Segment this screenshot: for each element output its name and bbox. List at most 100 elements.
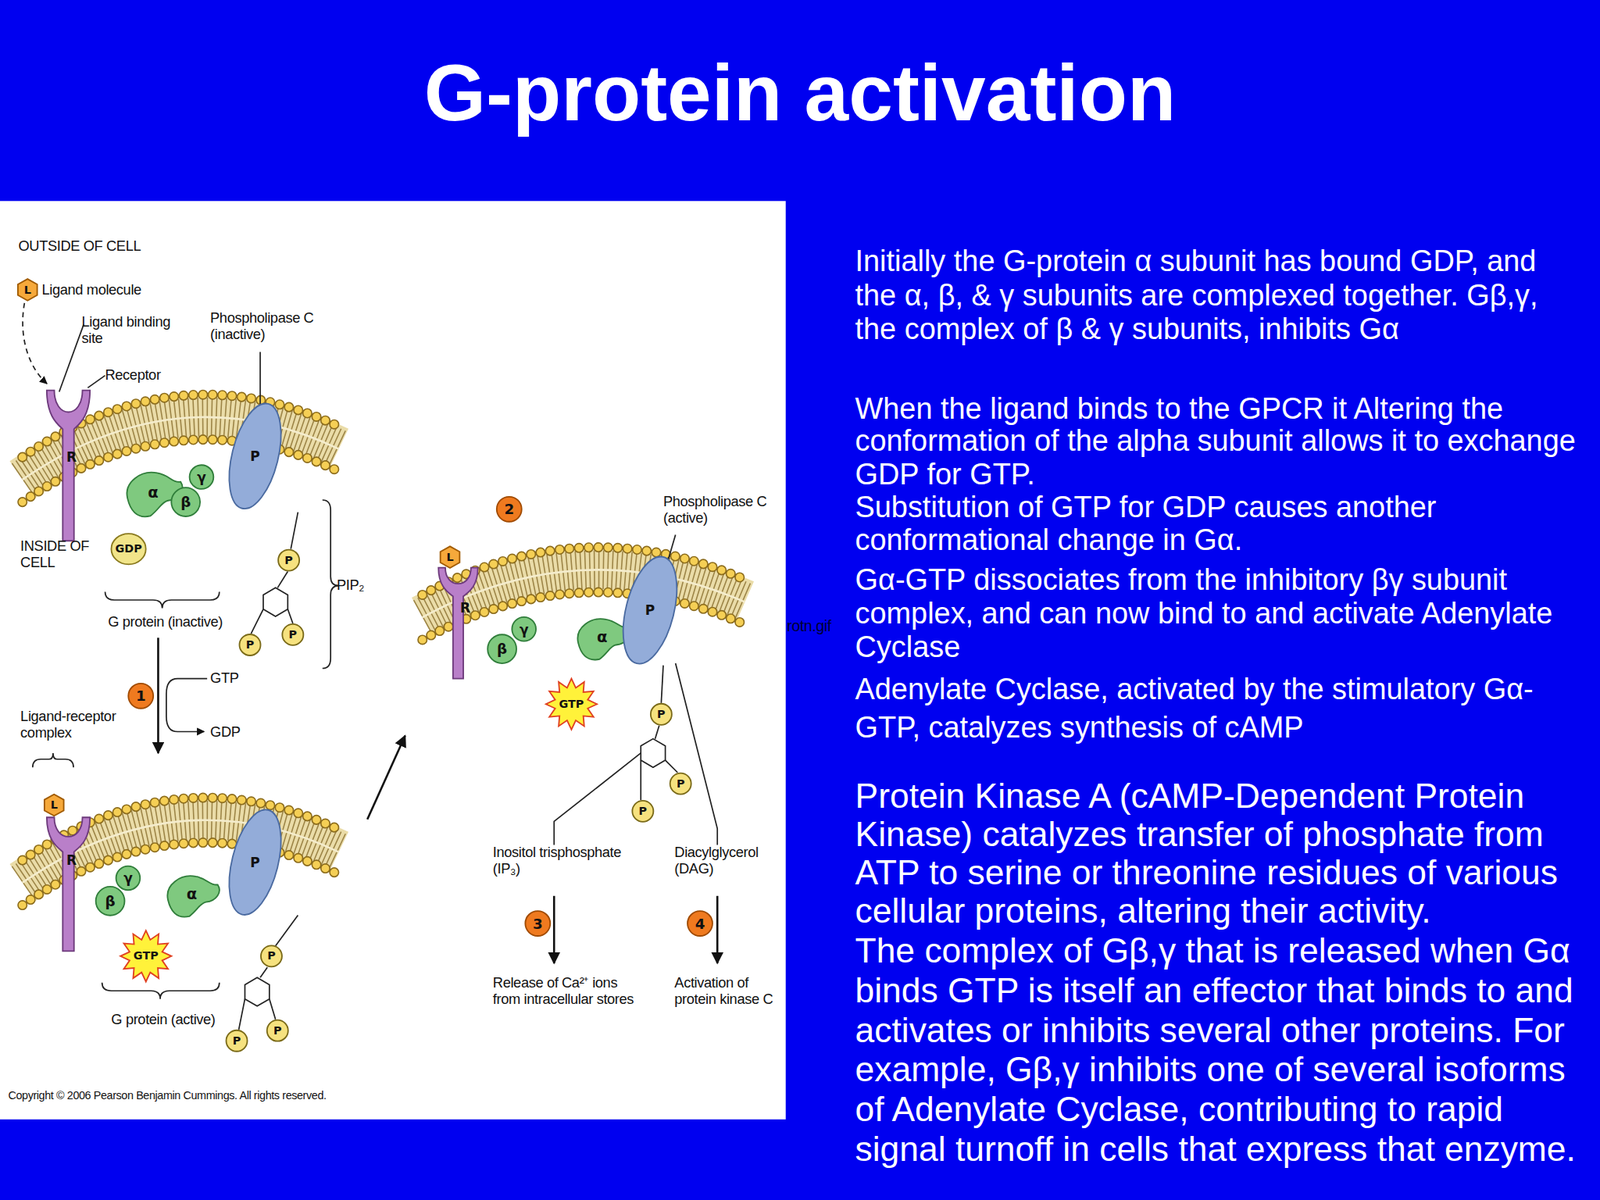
body-paragraph: Substitution of GTP for GDP causes anoth… bbox=[855, 490, 1586, 558]
subunit-circle bbox=[116, 866, 141, 891]
step-arrow bbox=[553, 896, 556, 964]
node-label: P bbox=[657, 708, 666, 720]
phosphate-circle bbox=[670, 773, 692, 795]
node-label: R bbox=[460, 601, 471, 615]
g-subunit: γ bbox=[189, 464, 215, 490]
pip2-chain bbox=[250, 609, 264, 634]
bracket bbox=[105, 592, 220, 609]
receptor: R bbox=[436, 564, 480, 679]
leader-line bbox=[553, 753, 641, 846]
exchange-arrow bbox=[166, 678, 208, 733]
pip2-chain bbox=[665, 760, 679, 773]
leader-line bbox=[59, 324, 84, 392]
node-label: P bbox=[289, 628, 298, 640]
part-label: Activation of protein kinase C bbox=[674, 974, 789, 1008]
step-arrow bbox=[157, 637, 160, 754]
leader-line bbox=[259, 352, 261, 405]
part-label: Ligand binding site bbox=[81, 313, 179, 347]
node-label: P bbox=[284, 554, 293, 566]
phosphate: P bbox=[650, 703, 673, 726]
node-label: β bbox=[496, 642, 508, 657]
callout-circle bbox=[496, 496, 522, 522]
binding-arrow bbox=[22, 303, 47, 384]
node-label: R bbox=[66, 450, 77, 465]
ligand-hexagon bbox=[440, 546, 461, 568]
part-label: G protein (active) bbox=[96, 1010, 230, 1028]
alpha-subunit bbox=[577, 618, 629, 660]
phosphate-circle bbox=[239, 634, 261, 656]
phosphate-circle bbox=[278, 550, 300, 572]
callout-number: 1 bbox=[127, 682, 154, 710]
phosphate: P bbox=[669, 772, 693, 796]
pip2-chain bbox=[287, 609, 293, 624]
node-label: 2 bbox=[503, 502, 515, 517]
phosphate: P bbox=[277, 549, 300, 572]
pip2-chain bbox=[639, 760, 642, 800]
pip2-chain bbox=[244, 977, 269, 1007]
part-label: Release of Ca²⁺ ions from intracellular … bbox=[492, 974, 636, 1008]
pip2-chain bbox=[275, 915, 299, 947]
subunit-circle bbox=[511, 617, 536, 642]
phosphate: P bbox=[266, 1019, 290, 1043]
pip2-chain bbox=[239, 915, 299, 1030]
node-label: β bbox=[180, 494, 191, 509]
part-label: Ligand molecule bbox=[42, 281, 247, 298]
node-label: 4 bbox=[695, 916, 706, 931]
receptor: R bbox=[44, 813, 92, 951]
ligand: L bbox=[42, 793, 66, 817]
node-label: P bbox=[273, 1025, 283, 1036]
phospholipase-shape bbox=[613, 551, 687, 670]
part-label: GDP bbox=[210, 723, 272, 740]
gdp-circle bbox=[110, 533, 146, 565]
node-label: P bbox=[676, 778, 686, 790]
step-arrow bbox=[367, 735, 405, 820]
pip2-chain bbox=[277, 571, 288, 588]
body-paragraph: The complex of Gβ,γ that is released whe… bbox=[855, 930, 1586, 1170]
receptor: R bbox=[44, 385, 92, 542]
bracket bbox=[102, 982, 220, 1000]
callout-circle bbox=[128, 683, 154, 709]
callout-circle bbox=[525, 910, 550, 936]
pip2-chain bbox=[269, 999, 276, 1020]
step-arrow bbox=[716, 896, 719, 964]
body-paragraph: Initially the G-protein α subunit has bo… bbox=[855, 244, 1586, 346]
node-label: γ bbox=[519, 622, 529, 636]
pip2-chain bbox=[239, 999, 246, 1030]
phosphate: P bbox=[631, 800, 654, 823]
gtp-molecule: GTP bbox=[120, 930, 172, 982]
gdp-molecule: GDP bbox=[110, 532, 147, 566]
pip2-chain bbox=[260, 967, 268, 978]
bracket bbox=[322, 500, 340, 669]
node-label: β bbox=[105, 893, 116, 908]
phosphate-circle bbox=[260, 945, 283, 967]
ligand-hexagon bbox=[17, 278, 38, 301]
callout-number: 3 bbox=[524, 910, 551, 937]
phosphate: P bbox=[260, 944, 283, 968]
receptor-shape bbox=[46, 390, 90, 542]
slide-title: G-protein activation bbox=[0, 53, 1600, 133]
node-label: GTP bbox=[558, 698, 584, 710]
part-label: INSIDE OF CELL bbox=[20, 537, 118, 571]
node-label: α bbox=[147, 485, 158, 501]
g-subunit: β bbox=[170, 486, 201, 518]
phosphate-circle bbox=[650, 703, 672, 725]
node-outline bbox=[44, 813, 92, 951]
figure-panel bbox=[0, 200, 786, 1120]
gtp-star bbox=[120, 930, 172, 982]
callout-circle bbox=[687, 910, 713, 936]
part-label: Receptor bbox=[105, 366, 229, 383]
node-label: L bbox=[50, 799, 58, 811]
node-label: 1 bbox=[135, 689, 147, 704]
phosphate-circle bbox=[282, 624, 304, 646]
bracket bbox=[32, 753, 74, 768]
callout-number: 2 bbox=[496, 496, 523, 523]
pip2-chain bbox=[263, 587, 288, 617]
receptor-shape bbox=[46, 817, 90, 951]
body-paragraph: When the ligand binds to the GPCR it Alt… bbox=[855, 392, 1586, 492]
part-label: G protein (inactive) bbox=[93, 613, 237, 630]
phosphate: P bbox=[239, 633, 262, 657]
node-label: 3 bbox=[532, 916, 543, 931]
g-subunit: γ bbox=[115, 865, 142, 892]
copyright-note: Copyright © 2006 Pearson Benjamin Cummin… bbox=[7, 1089, 437, 1103]
g-subunit: β bbox=[94, 885, 125, 917]
